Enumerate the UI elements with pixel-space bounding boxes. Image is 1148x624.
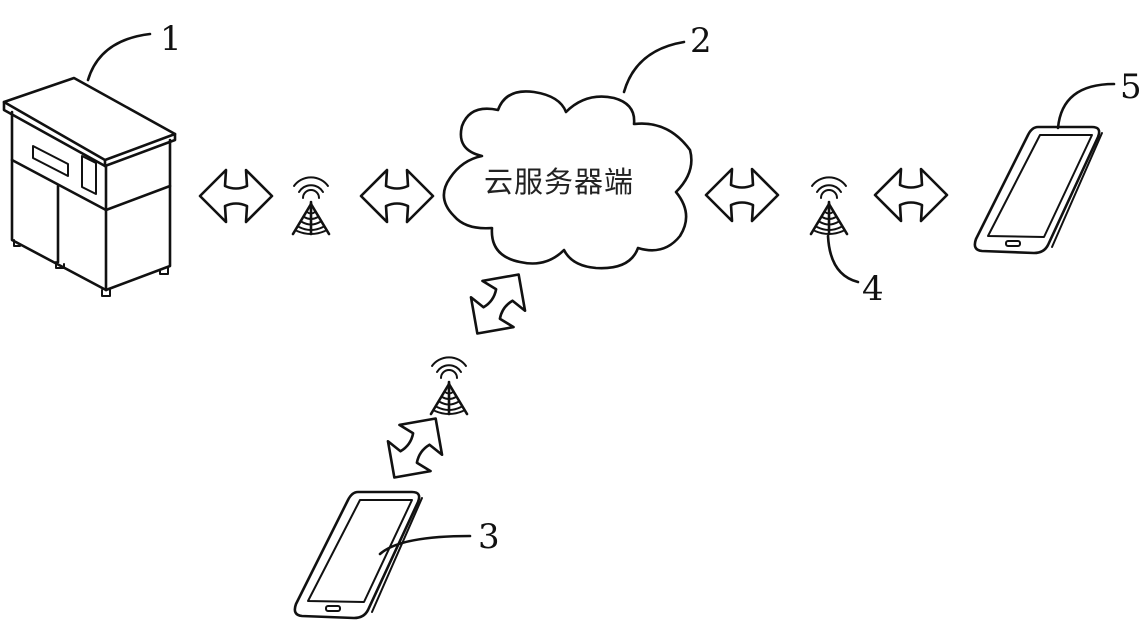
terminal-cabinet	[2, 32, 177, 297]
ref-label-1: 1	[160, 19, 182, 59]
base-station-tower-icon	[429, 356, 469, 416]
bidirectional-arrow-icon	[359, 168, 435, 224]
ref-label-3: 3	[478, 517, 500, 557]
bidirectional-arrow-icon	[198, 168, 274, 224]
ref-label-5: 5	[1120, 67, 1142, 107]
bidirectional-arrow-icon	[454, 258, 542, 350]
bidirectional-arrow-icon	[704, 167, 780, 223]
mobile-phone-right	[973, 125, 1104, 255]
base-station-tower-icon	[291, 176, 331, 236]
cloud-server	[442, 40, 693, 270]
mobile-phone-bottom	[293, 490, 424, 620]
base-station-tower-icon	[809, 176, 849, 236]
cloud-server-label: 云服务器端	[484, 165, 635, 199]
leader-line-3	[378, 534, 472, 556]
leader-line-4	[826, 234, 860, 284]
ref-label-4: 4	[862, 269, 884, 309]
bidirectional-arrow-icon	[371, 402, 459, 494]
bidirectional-arrow-icon	[873, 167, 949, 223]
leader-line-5	[1056, 82, 1116, 130]
ref-label-2: 2	[690, 21, 712, 61]
